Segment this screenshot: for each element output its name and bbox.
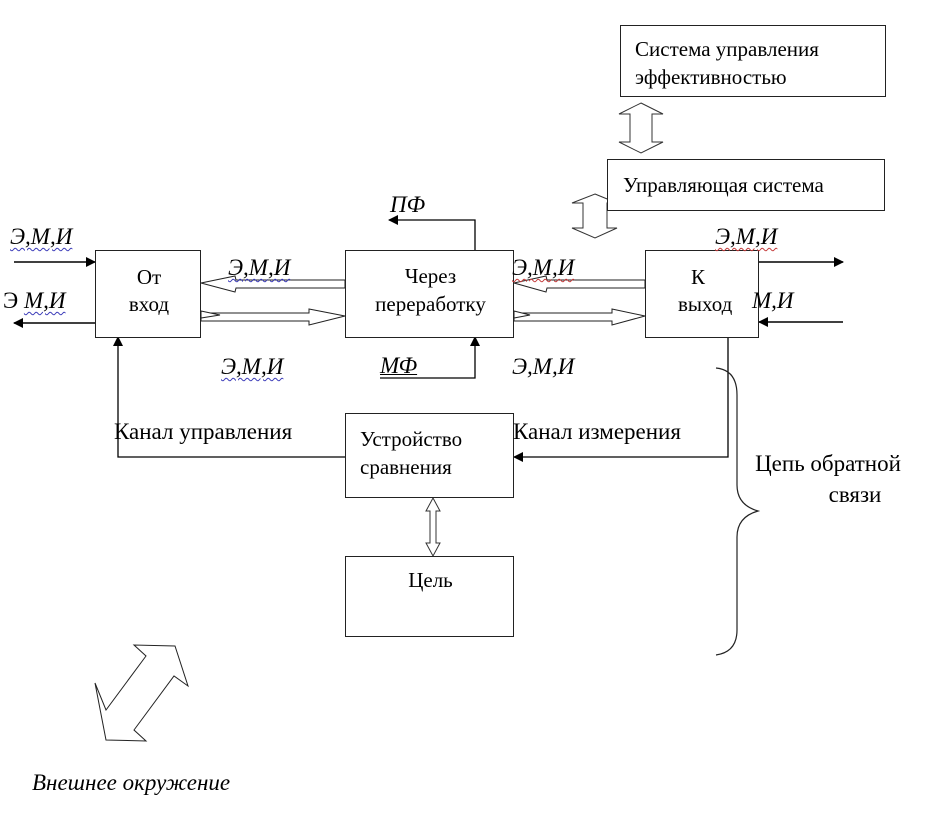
proc-to-input-flow-label: Э,М,И	[228, 255, 290, 281]
input-to-proc-tail	[200, 310, 221, 319]
comparator-label-line-2: сравнения	[360, 455, 452, 479]
output-to-proc-flow-label: Э,М,И	[512, 255, 574, 281]
feedback-label-line-1: Цепь обратной	[755, 451, 901, 476]
efficiency-control-double-arrow	[618, 102, 664, 154]
output-to-proc-flow-text: Э,М,И	[512, 255, 575, 280]
input-to-proc-hollow-arrow	[200, 308, 346, 326]
processing-box: Через переработку	[345, 250, 514, 338]
input-to-proc-flow-text: Э,М,И	[221, 354, 284, 379]
efficiency-system-line-2: эффективностью	[635, 65, 787, 89]
input-box: От вход	[95, 250, 201, 338]
output-in-flow-text: М,И	[752, 288, 794, 313]
input-out-flow-rest: М,И	[23, 288, 66, 313]
input-label-line-1: От	[136, 265, 162, 289]
input-out-flow-label: Э М,И	[3, 288, 65, 314]
comparator-label-line-1: Устройство	[360, 427, 463, 451]
control-channel-line	[113, 336, 345, 458]
proc-to-output-flow-text: Э,М,И	[512, 354, 575, 379]
comparator-goal-double-arrow	[425, 496, 441, 558]
input-label-line-2: вход	[128, 292, 170, 316]
efficiency-system-line-1: Система управления	[635, 37, 819, 61]
output-in-flow-label: М,И	[752, 288, 794, 314]
input-in-flow-text: Э,М,И	[10, 224, 73, 249]
mf-label: МФ	[380, 353, 418, 378]
efficiency-system-box: Система управления эффективностью	[620, 25, 886, 97]
output-box: К выход	[645, 250, 759, 338]
measure-channel-label: Канал измерения	[513, 419, 681, 444]
measure-channel-line	[513, 337, 729, 462]
environment-label: Внешнее окружение	[32, 770, 231, 795]
proc-to-output-hollow-arrow	[513, 308, 646, 326]
goal-label: Цель	[408, 568, 453, 592]
environment-double-arrow-shape	[94, 644, 189, 742]
comparator-box: Устройство сравнения	[345, 413, 514, 498]
control-channel-label: Канал управления	[114, 419, 293, 444]
control-system-box: Управляющая система	[607, 159, 885, 211]
input-to-proc-flow-label: Э,М,И	[221, 354, 283, 380]
proc-to-input-flow-text: Э,М,И	[228, 255, 291, 280]
output-label-line-1: К	[691, 265, 706, 289]
processing-label-line-2: переработку	[375, 292, 486, 316]
processing-label-line-1: Через	[404, 264, 457, 288]
proc-to-output-flow-label: Э,М,И	[512, 354, 574, 380]
feedback-label-line-2: связи	[828, 482, 882, 507]
feedback-brace	[715, 367, 761, 656]
proc-to-output-tail	[513, 310, 531, 319]
pf-arrow	[388, 215, 476, 250]
output-out-flow-text: Э,М,И	[715, 224, 778, 249]
output-out-flow-label: Э,М,И	[715, 224, 777, 250]
input-in-flow-label: Э,М,И	[10, 224, 72, 250]
goal-box: Цель	[345, 556, 514, 637]
control-system-label: Управляющая система	[623, 173, 824, 197]
pf-label: ПФ	[390, 192, 426, 217]
output-label-line-2: выход	[678, 292, 733, 316]
input-out-flow-prefix: Э	[3, 288, 24, 313]
mf-arrow	[380, 336, 480, 379]
